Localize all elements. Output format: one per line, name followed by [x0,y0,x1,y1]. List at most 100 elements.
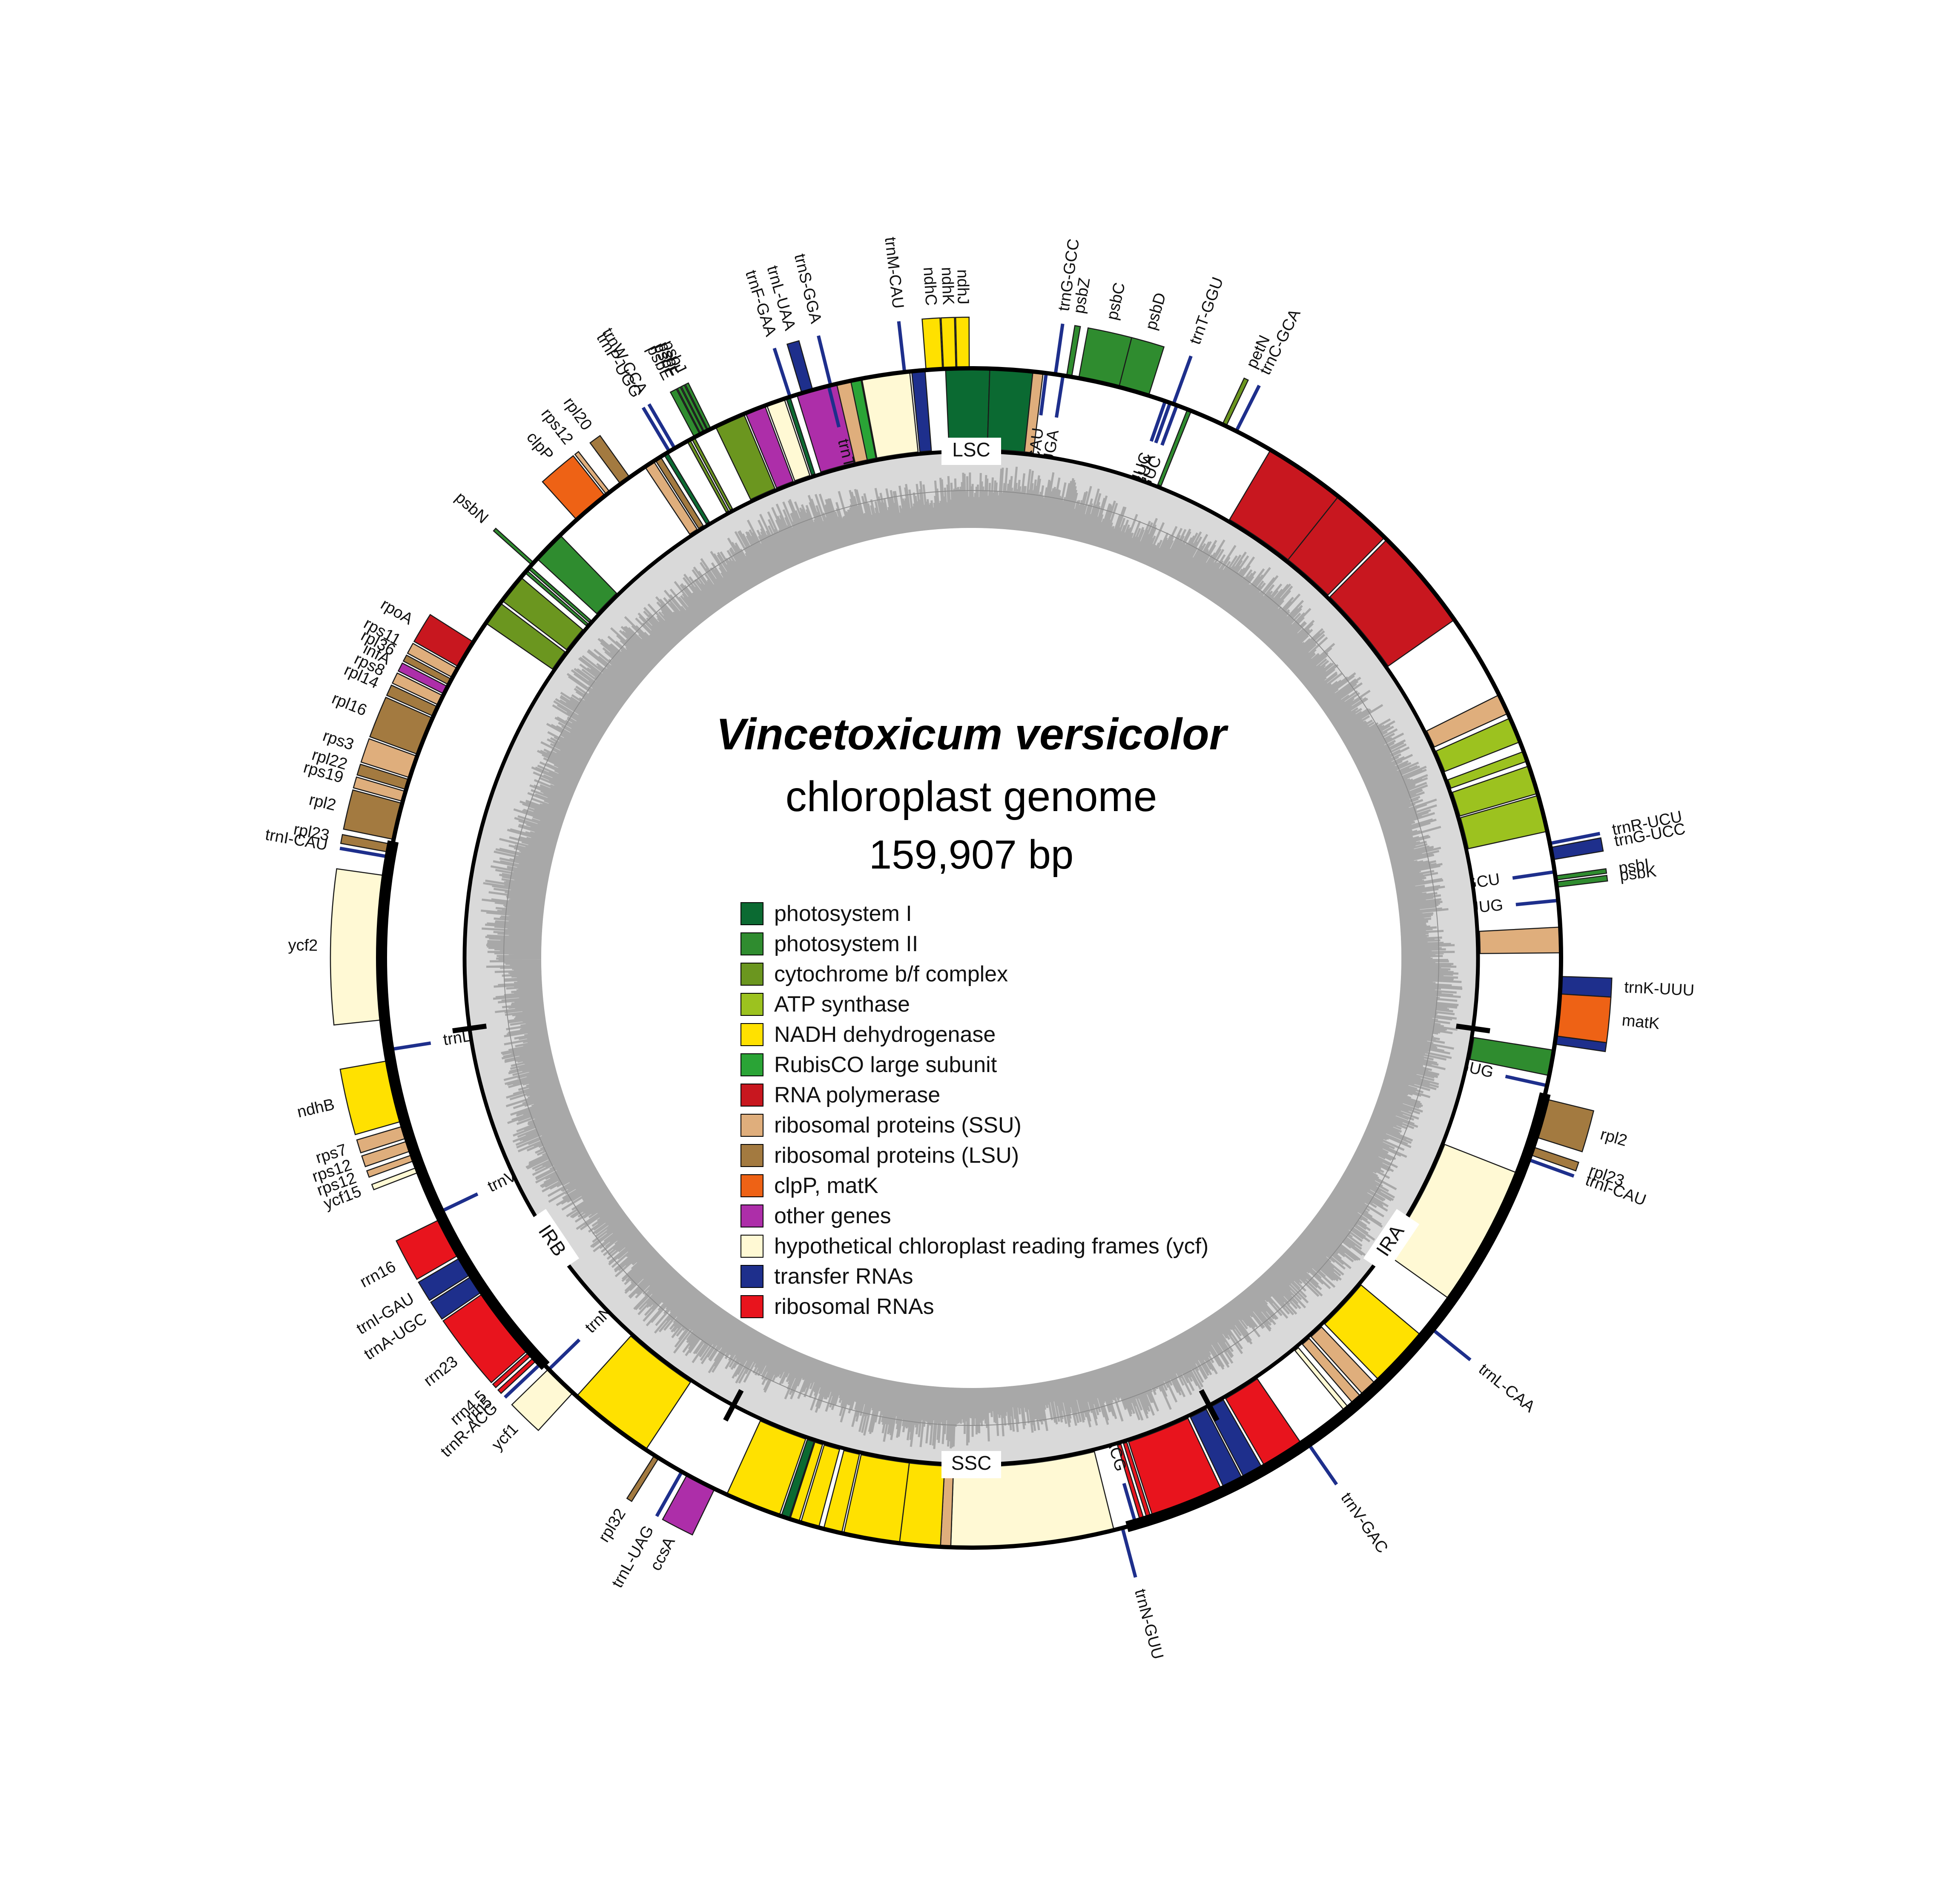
gene-trnT-GGU: trnT-GGU [1172,275,1227,405]
region-label-bg [523,1209,580,1274]
legend-swatch [740,963,763,986]
gene-block [542,455,606,521]
gene-label: psbD [1142,291,1170,332]
gene-mark [1234,384,1261,432]
gene-mark [1549,832,1601,845]
gene-label: rpl32 [595,1505,629,1546]
legend: photosystem I photosystem II cytochrome b/… [740,901,1208,1319]
legend-label: cytochrome b/f complex [774,962,1008,986]
legend-item: ATP synthase [740,992,910,1017]
gene-trnV-GAC: trnV-GAC [1306,1441,1392,1557]
gene-label: rrn23 [420,1353,461,1390]
gc-content-bars [481,467,1463,1449]
gene-ccsA: ccsA [647,1474,715,1574]
gene-mark [1429,1326,1472,1362]
gene-block [644,460,698,535]
gc-content-ring [465,451,1478,1465]
gene-block [786,340,814,394]
gene-label: rrn16 [357,1258,399,1291]
legend-swatch [740,1114,763,1137]
legend-label: NADH dehydrogenase [774,1022,996,1047]
gene-mark [1121,1527,1137,1578]
gene-trnN-GUU: trnN-GUU [1121,1527,1167,1661]
legend-swatch [740,1265,763,1288]
gene-label: trnT-GGU [1186,275,1227,347]
gene-mark [438,1192,479,1214]
gene-psbN: psbN [452,488,535,566]
species-name: Vincetoxicum versicolor [716,710,1229,759]
gc-midline [503,490,1439,1426]
legend-swatch [740,1174,763,1197]
gene-rpl2: rpl2 [1533,1098,1629,1153]
gene-petN: petN [1222,333,1274,427]
center-title: Vincetoxicum versicolor chloroplast geno… [716,710,1229,877]
legend-item: other genes [740,1204,891,1228]
legend-item: photosystem II [740,932,918,956]
legend-item: ribosomal proteins (LSU) [740,1143,1019,1168]
gene-label: matK [1621,1012,1660,1033]
ira-arc [1125,1092,1551,1532]
gene-ndhK: ndhK [938,267,957,370]
legend-item: NADH dehydrogenase [740,1022,996,1047]
gene-mark [772,347,792,398]
legend-item: ribosomal RNAs [740,1294,934,1319]
region-label: LSC [952,439,990,461]
legend-swatch [740,1053,763,1076]
region-boundary-tick [723,1389,744,1422]
gene-mark [1505,1075,1548,1087]
gene-trnC-GCA: trnC-GCA [1234,306,1304,432]
legend-label: ribosomal proteins (SSU) [774,1113,1022,1138]
gene-mark [1149,400,1167,442]
genome-length: 159,907 bp [869,832,1073,877]
gene-block [1479,926,1562,954]
gene-matK: matK [1555,993,1660,1044]
legend-item: cytochrome b/f complex [740,962,1008,986]
legend-label: ribosomal proteins (LSU) [774,1143,1019,1168]
legend-item: RubisCO large subunit [740,1052,997,1077]
gene-mark [1154,402,1172,444]
gene-mark [817,335,832,386]
gene-mark [1515,898,1558,906]
legend-swatch [740,993,763,1016]
region-label-bg [941,1451,1001,1478]
gene-label: trnK-UUU [1624,978,1694,1000]
gene-label: rpl16 [329,689,369,720]
gene-mark [1053,323,1065,375]
gene-mark [503,1361,543,1399]
legend-swatch [740,1295,763,1318]
legend-label: ribosomal RNAs [774,1294,934,1319]
gene-label: trnV-GAC [1337,1489,1391,1557]
legend-label: hypothetical chloroplast reading frames … [774,1234,1208,1259]
gene-trnL-CAA: trnL-CAA [1429,1326,1538,1416]
gene-block [511,1368,574,1431]
gene-label: trnM-CAU [881,236,907,310]
gene-label: trnS-GGA [791,252,825,326]
gene-mark [1172,355,1193,405]
gene-block [626,1454,660,1503]
legend-item: photosystem I [740,901,912,926]
gene-mark [388,1041,431,1052]
gene-label: ndhK [938,267,957,305]
gene-mark [897,321,907,373]
legend-swatch [740,932,763,955]
gene-ycf2: ycf2 [288,868,388,1026]
gene-label: ndhJ [953,269,972,304]
gene-mark [647,403,676,449]
region-label-bg [1363,1209,1420,1274]
legend-swatch [740,1204,763,1227]
gene-label: psbN [452,488,492,527]
legend-item: hypothetical chloroplast reading frames … [740,1234,1208,1259]
gene-trnK-UUU: trnK-UUU [1559,976,1695,1000]
legend-swatch [740,1235,763,1258]
legend-item: clpP, matK [740,1173,878,1198]
gene-label: ndhC [920,267,940,306]
gene-block [1555,993,1612,1044]
irb-arc [376,840,550,1370]
legend-item: transfer RNAs [740,1264,913,1289]
legend-item: RNA polymerase [740,1083,940,1107]
region-SSC: SSC [941,1451,1001,1478]
gene-block [1222,377,1249,427]
legend-label: transfer RNAs [774,1264,913,1289]
